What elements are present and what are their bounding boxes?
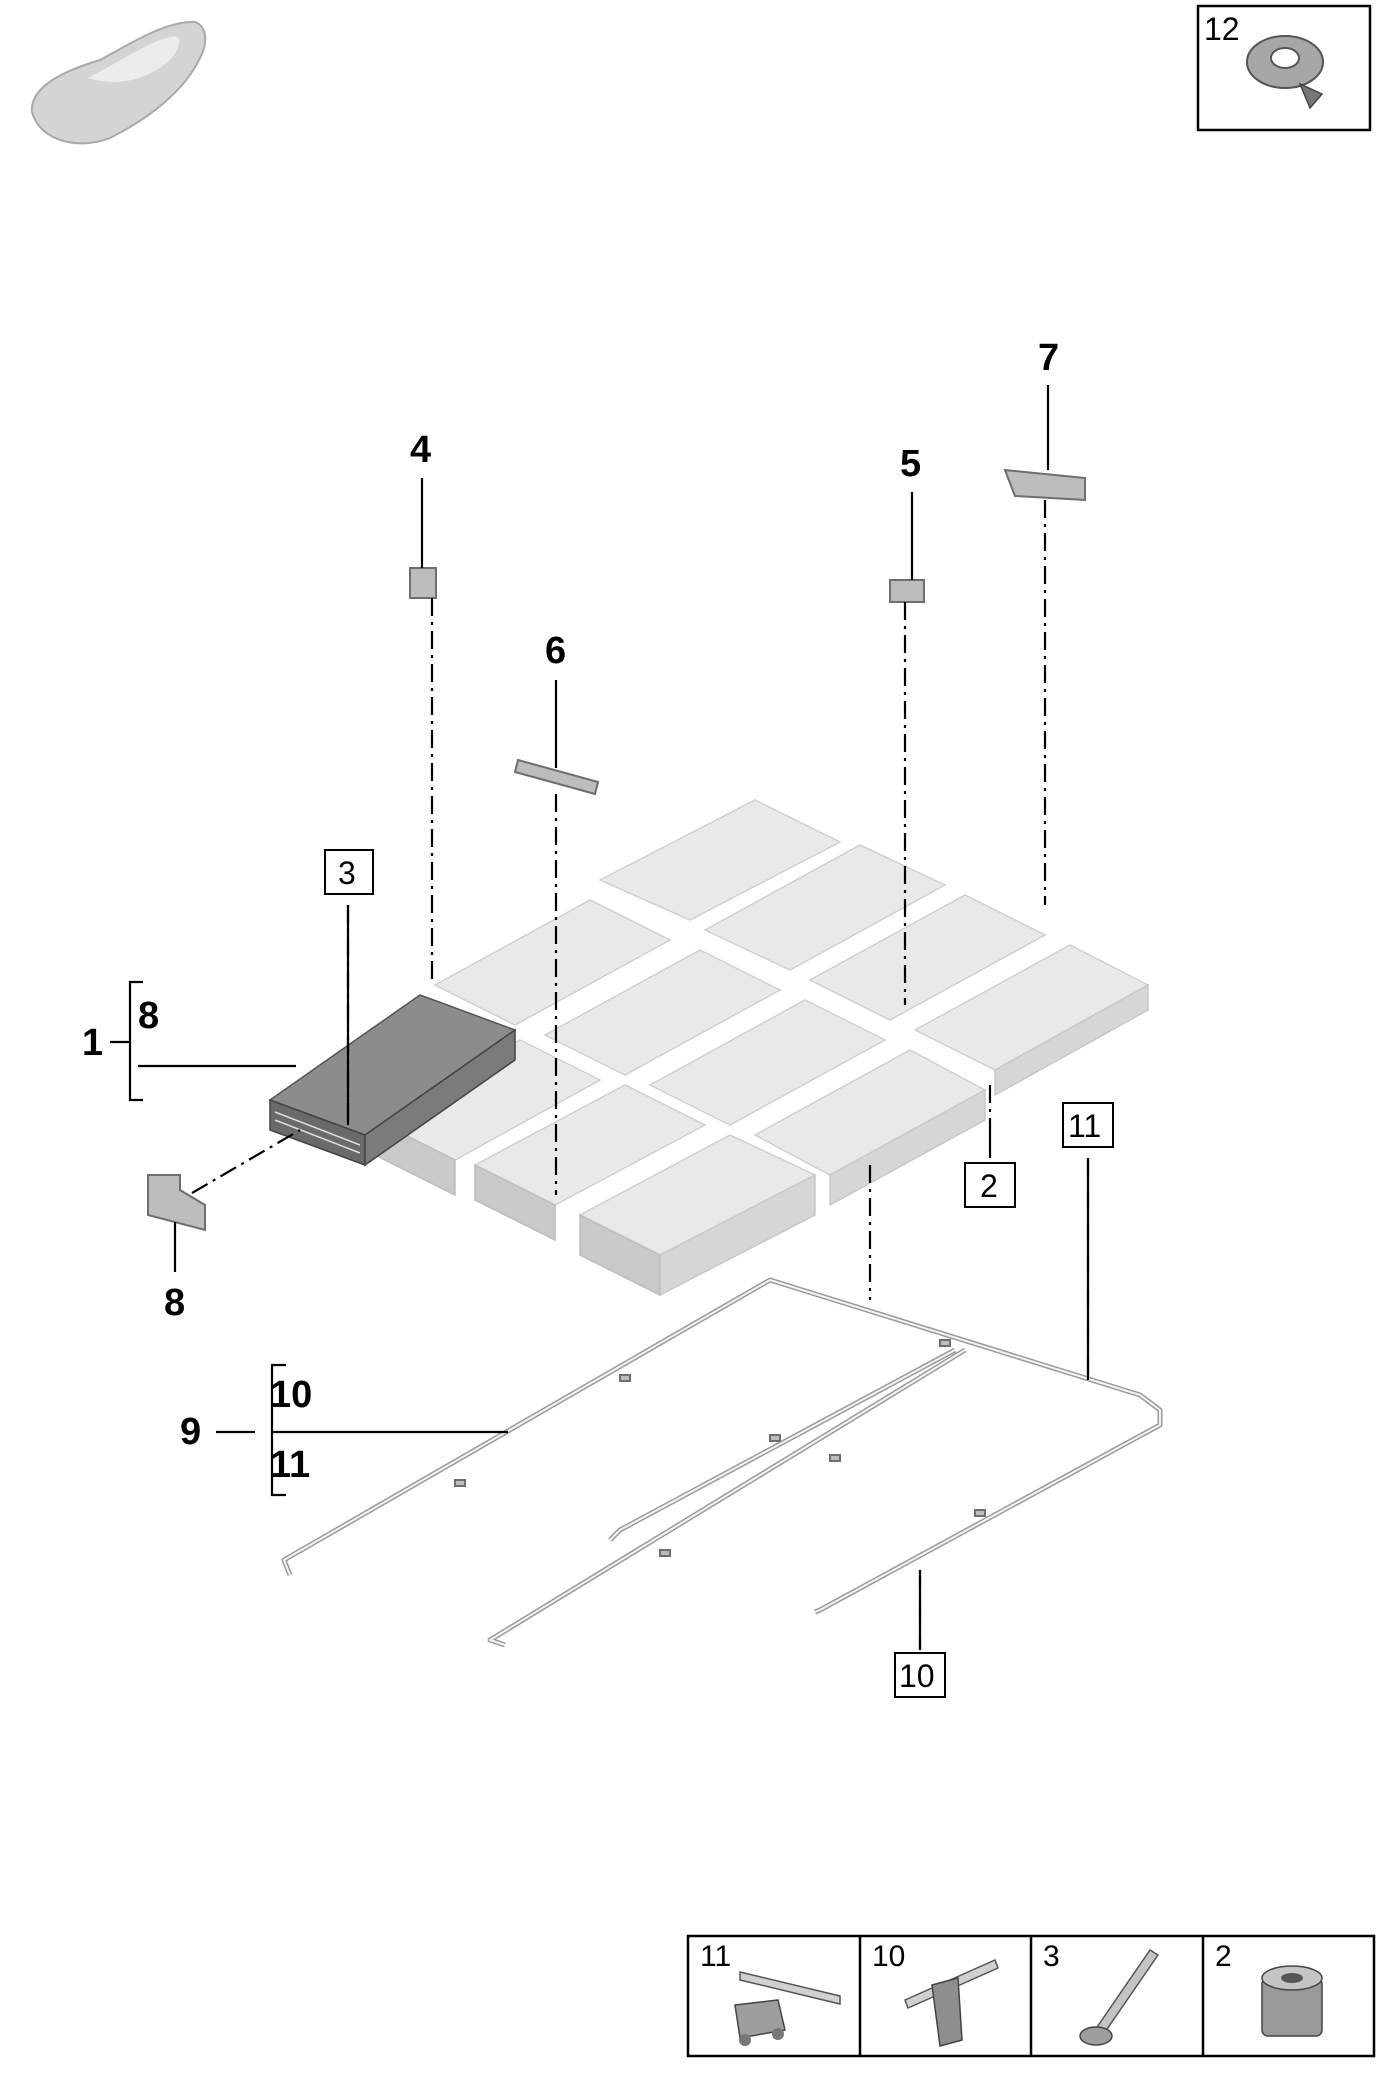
label-9: 9	[180, 1411, 201, 1453]
label-7: 7	[1038, 337, 1059, 379]
cooling-tube-set	[281, 1277, 1163, 1648]
battery-module-grid	[268, 799, 1150, 1297]
callout-box-11: 11	[1062, 1102, 1114, 1148]
legend-strip: 11 10 3 2	[686, 1934, 1376, 2058]
callout-box-10: 10	[894, 1652, 946, 1698]
label-12: 12	[1204, 11, 1240, 47]
legend-label-10: 10	[872, 1940, 905, 1973]
bracket-group-1	[110, 980, 143, 1102]
label-8-group: 8	[138, 995, 159, 1037]
rail-6	[513, 758, 600, 796]
connector-8	[147, 1174, 206, 1232]
clip-icon	[734, 1971, 841, 2046]
legend-label-3: 3	[1043, 1940, 1060, 1973]
car-silhouette-icon	[30, 20, 207, 145]
callout-box-3: 3	[324, 849, 374, 895]
label-8: 8	[164, 1282, 185, 1324]
callout-box-2: 2	[964, 1162, 1016, 1208]
bracket-4	[409, 567, 437, 599]
bolt-icon	[1079, 1948, 1160, 2046]
nut-icon	[1261, 1965, 1323, 2037]
legend-label-11: 11	[700, 1940, 731, 1973]
legend-label-2: 2	[1215, 1940, 1232, 1973]
bracket-group-9	[270, 1363, 286, 1497]
tape-roll-icon	[1246, 35, 1324, 110]
label-11-group: 11	[270, 1444, 310, 1486]
label-11: 11	[1068, 1108, 1101, 1144]
label-5: 5	[900, 443, 921, 485]
label-10-group: 10	[270, 1374, 312, 1416]
label-4: 4	[410, 429, 431, 471]
label-10: 10	[899, 1658, 935, 1694]
callout-box-12: 12	[1196, 4, 1372, 132]
label-1: 1	[82, 1022, 103, 1064]
label-2: 2	[980, 1168, 998, 1204]
clamp-icon	[904, 1958, 999, 2047]
bracket-7	[1003, 468, 1086, 502]
label-6: 6	[545, 630, 566, 672]
label-3: 3	[338, 855, 356, 891]
bracket-5	[889, 579, 925, 603]
